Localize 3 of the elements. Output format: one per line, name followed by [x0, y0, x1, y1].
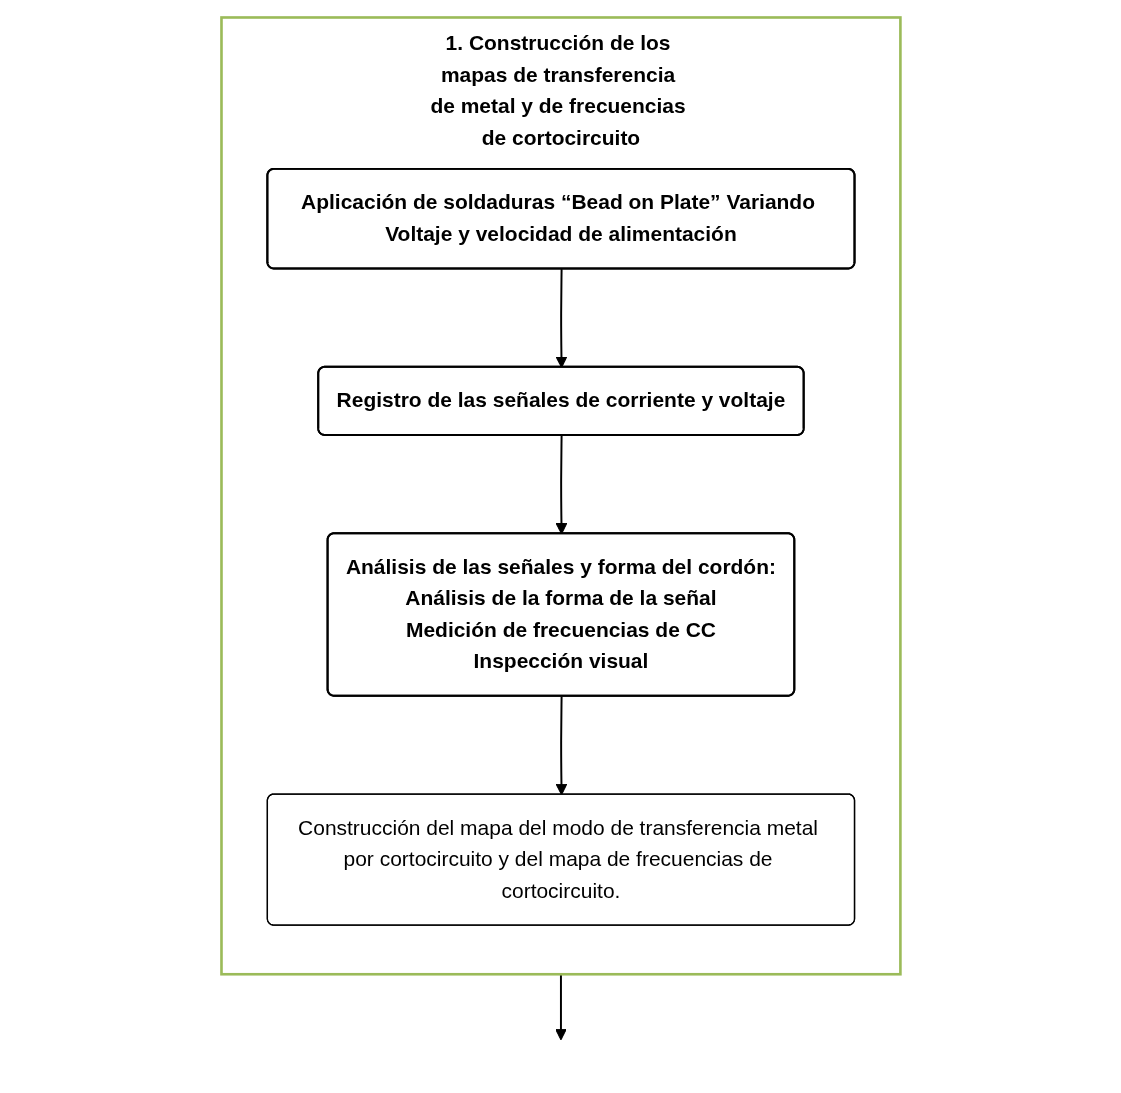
- arrow: [555, 267, 567, 368]
- arrow: [555, 434, 567, 534]
- arrow: [555, 694, 567, 795]
